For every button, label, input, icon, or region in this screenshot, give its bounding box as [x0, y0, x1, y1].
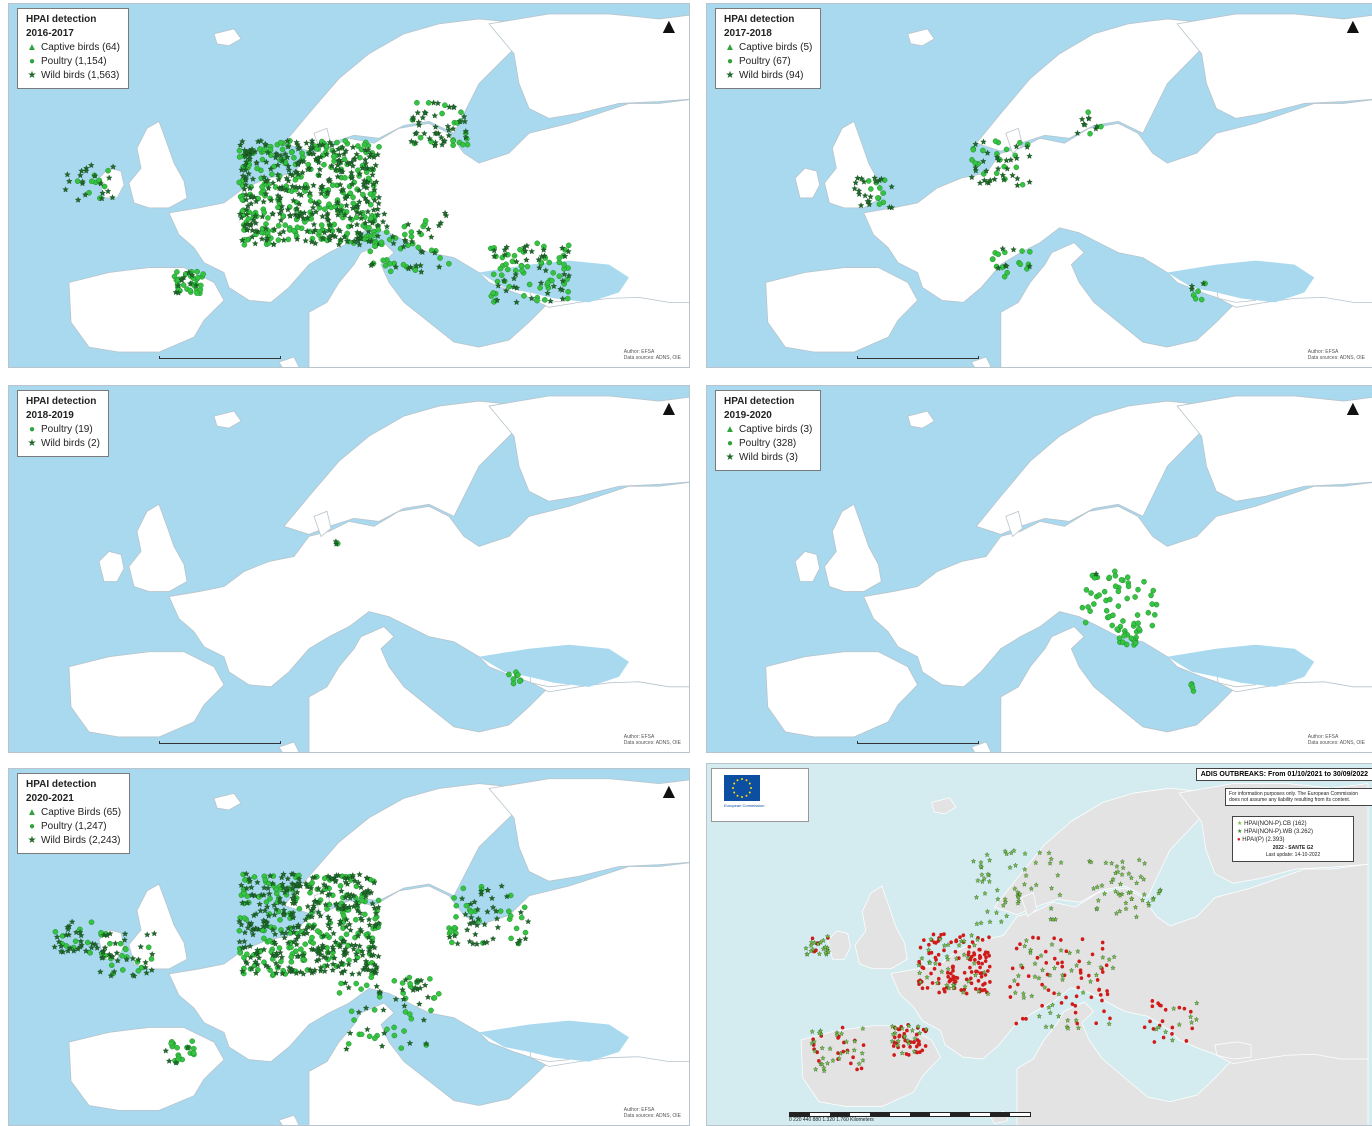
legend: HPAI detection 2020-2021 ▲Captive Birds … — [17, 773, 131, 854]
legend-title: HPAI detection — [724, 396, 795, 407]
legend-row-wb: ★ HPAI(NON-P).WB (3.262) — [1237, 829, 1313, 835]
legend-title: HPAI detection — [26, 396, 97, 407]
legend-row-wild: ★Wild Birds (2,243) — [27, 835, 121, 846]
legend-row-captive: ▲Captive birds (3) — [725, 424, 813, 435]
circle-icon: ● — [1237, 837, 1241, 843]
legend-source: 2022 - SANTE G2 — [1272, 845, 1314, 851]
legend-period: 2016-2017 — [26, 28, 74, 39]
legend-row-cb: ★ HPAI(NON-P).CB (162) — [1237, 821, 1307, 827]
legend-title: HPAI detection — [26, 779, 97, 790]
triangle-icon: ▲ — [27, 807, 37, 818]
legend-period: 2017-2018 — [724, 28, 772, 39]
star-icon: ★ — [725, 452, 735, 463]
star-icon: ★ — [27, 835, 37, 846]
legend-title: HPAI detection — [26, 14, 97, 25]
europe-map — [62, 13, 689, 367]
legend-row-captive: ▲Captive Birds (65) — [27, 807, 122, 818]
legend-update: Last update: 14-10-2022 — [1265, 852, 1321, 858]
circle-icon: ● — [28, 821, 36, 832]
legend-row-poultry: ●Poultry (1,247) — [26, 820, 121, 834]
map-panel-2018-2019: HPAI detection 2018-2019 ●Poultry (19) ★… — [8, 385, 690, 753]
legend-row-captive: ▲Captive birds (5) — [725, 42, 813, 53]
scale-bar: 0 220 440 880 1.320 1.760 Kilometers — [789, 1112, 1031, 1123]
scale-bar — [159, 740, 281, 744]
disclaimer: For information purposes only. The Europ… — [1225, 788, 1372, 806]
legend-row-wild: ★Wild birds (3) — [725, 452, 798, 463]
legend-period: 2018-2019 — [26, 410, 74, 421]
legend-row-poultry: ●Poultry (328) — [724, 437, 812, 451]
adis-legend: ★ HPAI(NON-P).CB (162) ★ HPAI(NON-P).WB … — [1232, 816, 1354, 862]
europe-map — [765, 395, 1372, 752]
map-panel-2017-2018: HPAI detection 2017-2018 ▲Captive birds … — [706, 3, 1372, 368]
star-icon: ★ — [1237, 829, 1243, 835]
legend-title: HPAI detection — [724, 14, 795, 25]
triangle-icon: ▲ — [725, 42, 735, 53]
scale-bar — [159, 355, 281, 359]
legend-row-poultry: ●Poultry (67) — [724, 55, 812, 69]
legend-row-p: ● HPAI(P) (2.393) — [1237, 837, 1285, 843]
legend: HPAI detection 2017-2018 ▲Captive birds … — [715, 8, 822, 89]
legend-period: 2020-2021 — [26, 793, 74, 804]
legend: HPAI detection 2019-2020 ▲Captive birds … — [715, 390, 822, 471]
europe-map — [765, 13, 1372, 367]
legend-row-wild: ★Wild birds (94) — [725, 70, 804, 81]
north-arrow-icon: ▲ — [1346, 398, 1359, 417]
legend: HPAI detection 2016-2017 ▲Captive birds … — [17, 8, 129, 89]
scale-bar — [857, 740, 979, 744]
north-arrow-icon: ▲ — [662, 781, 675, 800]
map-panel-2019-2020: HPAI detection 2019-2020 ▲Captive birds … — [706, 385, 1372, 753]
legend-row-poultry: ●Poultry (1,154) — [26, 55, 120, 69]
star-icon: ★ — [1237, 821, 1243, 827]
europe-map — [51, 778, 689, 1125]
star-icon: ★ — [27, 438, 37, 449]
legend-row-wild: ★Wild birds (1,563) — [27, 70, 120, 81]
triangle-icon: ▲ — [27, 42, 37, 53]
legend-row-wild: ★Wild birds (2) — [27, 438, 100, 449]
star-icon: ★ — [725, 70, 735, 81]
adis-header: ADIS OUTBREAKS: From 01/10/2021 to 30/09… — [1195, 768, 1372, 781]
circle-icon: ● — [726, 56, 734, 67]
legend-row-poultry: ●Poultry (19) — [26, 423, 100, 437]
circle-icon: ● — [28, 56, 36, 67]
map-panel-2016-2017: HPAI detection 2016-2017 ▲Captive birds … — [8, 3, 690, 368]
eu-flag-icon — [724, 775, 760, 801]
star-icon: ★ — [27, 70, 37, 81]
north-arrow-icon: ▲ — [1346, 16, 1359, 35]
europe-map — [68, 395, 689, 752]
adis-outbreaks-map: European Commission ADIS OUTBREAKS: From… — [706, 763, 1372, 1126]
legend: HPAI detection 2018-2019 ●Poultry (19) ★… — [17, 390, 109, 457]
circle-icon: ● — [726, 438, 734, 449]
scale-bar — [857, 355, 979, 359]
triangle-icon: ▲ — [725, 424, 735, 435]
map-panel-2020-2021: HPAI detection 2020-2021 ▲Captive Birds … — [8, 768, 690, 1126]
circle-icon: ● — [28, 424, 36, 435]
legend-row-captive: ▲Captive birds (64) — [27, 42, 120, 53]
european-commission-logo: European Commission — [711, 768, 809, 822]
north-arrow-icon: ▲ — [662, 16, 675, 35]
legend-period: 2019-2020 — [724, 410, 772, 421]
north-arrow-icon: ▲ — [662, 398, 675, 417]
